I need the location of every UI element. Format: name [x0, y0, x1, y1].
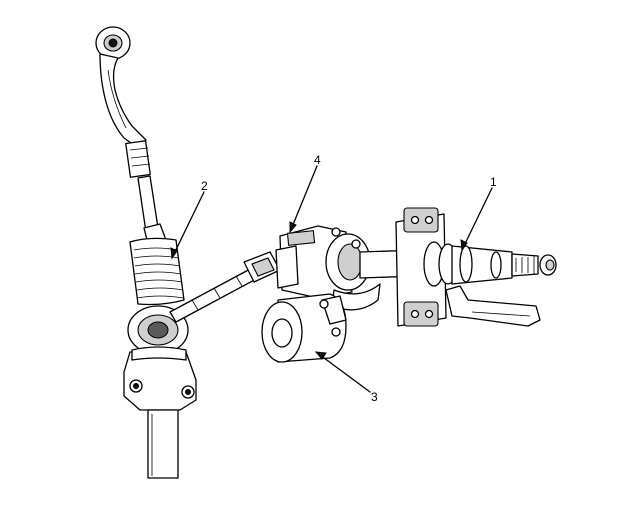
column-housing [275, 225, 381, 311]
eps-motor [261, 293, 347, 363]
callout-2-label: 2 [201, 179, 208, 193]
intermediate-shaft [169, 251, 281, 323]
tie-rod-assembly [95, 26, 167, 245]
callout-2: 2 [170, 179, 208, 260]
callout-4-label: 4 [314, 153, 321, 167]
callout-3-label: 3 [371, 390, 378, 404]
callout-4: 4 [289, 153, 321, 234]
callout-1: 1 [460, 175, 497, 252]
steering-column-shaft [359, 207, 557, 327]
callout-1-label: 1 [490, 175, 497, 189]
callout-3: 3 [314, 351, 378, 404]
steering-gear-box [123, 237, 197, 479]
